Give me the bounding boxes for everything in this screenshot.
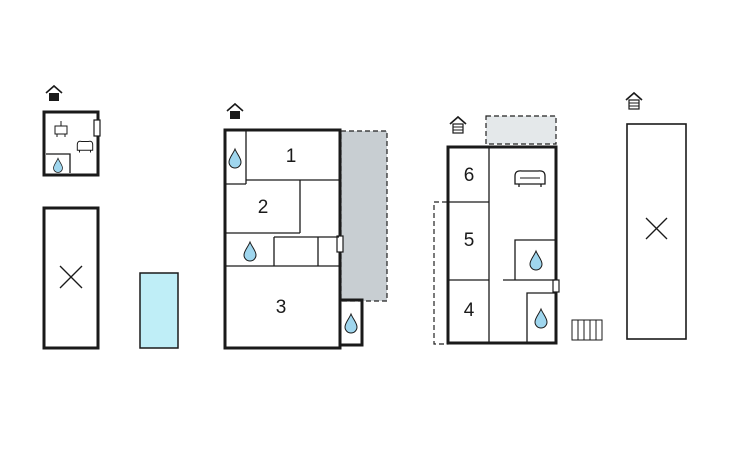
terrace (485, 115, 557, 145)
room-number: 3 (276, 297, 287, 318)
bathroom-wall (526, 292, 555, 342)
building-b: 1 2 3 (223, 103, 388, 350)
room-number: 1 (286, 146, 297, 167)
water-drop-icon (53, 157, 63, 173)
door-marker (336, 235, 344, 253)
room-number: 4 (464, 300, 475, 321)
house-icon (226, 103, 244, 120)
water-drop-icon (534, 308, 548, 329)
water-drop-icon (344, 313, 358, 334)
x-mark-icon (645, 217, 668, 240)
building-d-outline (626, 123, 687, 340)
bathroom-wall (46, 153, 71, 173)
sofa-icon (514, 170, 546, 187)
room-number: 5 (464, 230, 475, 251)
building-d (625, 92, 687, 340)
door-marker (552, 279, 560, 293)
terrace (340, 130, 388, 302)
building-a (42, 85, 179, 350)
building-a-annex (42, 206, 100, 350)
stove-icon (54, 121, 68, 137)
pool (139, 272, 179, 349)
sofa-icon (76, 140, 94, 153)
building-a-outline (42, 110, 100, 177)
door-marker (93, 119, 101, 137)
building-c: 6 5 4 (433, 115, 603, 345)
x-mark-icon (59, 265, 83, 289)
house-icon (45, 85, 63, 102)
room-number: 2 (258, 197, 269, 218)
water-drop-icon (529, 250, 543, 271)
building-c-outline (446, 145, 558, 345)
house-stairs-icon (449, 116, 467, 134)
water-drop-icon (243, 241, 257, 262)
bathroom-wall (514, 239, 555, 280)
radiator-icon (571, 319, 603, 341)
water-drop-icon (228, 148, 242, 169)
terrace (433, 201, 449, 345)
room-number: 6 (464, 165, 475, 186)
house-stairs-icon (625, 92, 643, 110)
bathroom-annex (338, 298, 364, 347)
